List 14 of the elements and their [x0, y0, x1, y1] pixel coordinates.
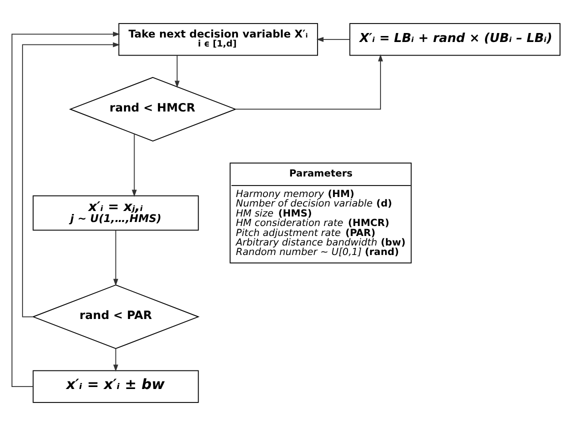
- node-diamond: rand < PAR: [32, 284, 200, 349]
- arrow: [316, 36, 350, 42]
- node-diamond: rand < HMCR: [69, 76, 237, 141]
- node-box: x′ᵢ = xⱼ,ᵢ j ~ U(1,…,HMS): [32, 194, 199, 230]
- arrow: [132, 133, 137, 196]
- node-box: X′ᵢ = LBᵢ + rand × (UBᵢ – LBᵢ): [349, 22, 560, 56]
- arrow: [174, 54, 180, 88]
- arrow: [12, 31, 120, 387]
- node-box: x′ᵢ = x′ᵢ ± bw: [32, 370, 199, 402]
- arrow: [235, 54, 383, 110]
- arrow: [113, 229, 118, 286]
- arrow: [22, 42, 120, 317]
- node-box: Take next decision variable X′ᵢ i ϵ [1,d]: [118, 22, 318, 56]
- arrow: [113, 348, 118, 372]
